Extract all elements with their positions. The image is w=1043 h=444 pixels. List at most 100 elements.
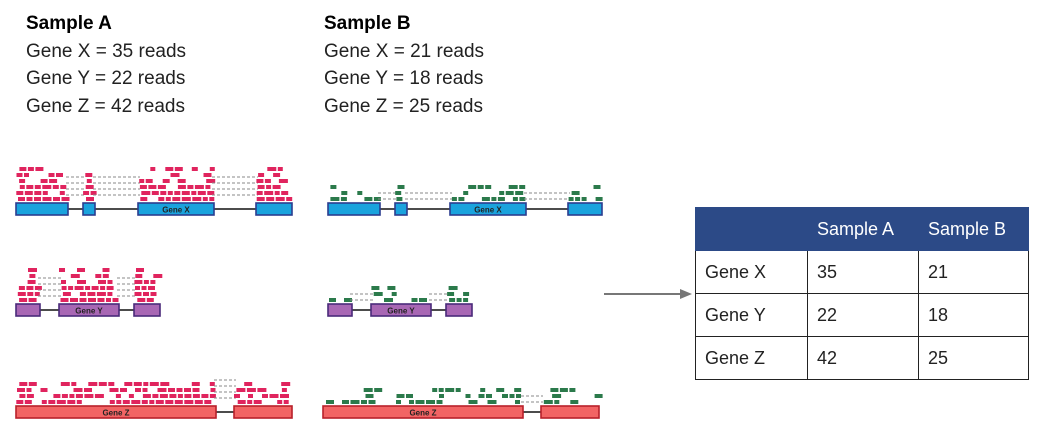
aligned-reads <box>16 167 603 404</box>
read-block <box>134 280 143 284</box>
read-block <box>247 400 253 404</box>
read-block <box>34 191 42 195</box>
read-block <box>191 382 200 386</box>
read-block <box>85 286 91 290</box>
read-block <box>508 185 518 189</box>
read-block <box>543 400 553 404</box>
read-block <box>197 191 206 195</box>
read-block <box>106 286 114 290</box>
read-block <box>98 280 106 284</box>
read-block <box>149 382 159 386</box>
read-block <box>83 191 90 195</box>
read-block <box>148 286 155 290</box>
read-block <box>85 173 93 177</box>
exon-box <box>540 405 600 419</box>
read-block <box>42 197 52 201</box>
read-block <box>272 185 281 189</box>
read-block <box>135 388 141 392</box>
read-block <box>109 400 115 404</box>
table-header-sample-b: Sample B <box>918 207 1029 251</box>
read-block <box>274 191 280 195</box>
read-block <box>69 394 75 398</box>
read-block <box>85 185 94 189</box>
read-block <box>397 185 405 189</box>
read-block <box>40 388 48 392</box>
read-block <box>264 179 271 183</box>
read-block <box>275 197 285 201</box>
read-block <box>86 197 94 201</box>
read-block <box>141 286 147 290</box>
read-block <box>202 197 208 201</box>
table-cell-gene: Gene Y <box>695 293 808 337</box>
sample-b-summary: Sample B Gene X = 21 reads Gene Y = 18 r… <box>324 10 484 120</box>
read-block <box>253 400 262 404</box>
read-block <box>559 388 568 392</box>
exon-box <box>567 202 603 216</box>
exon-box <box>82 202 96 216</box>
read-block <box>432 388 438 392</box>
arrow-to-table <box>604 289 692 299</box>
read-block <box>395 191 402 195</box>
read-block <box>277 400 283 404</box>
read-block <box>257 388 267 392</box>
read-block <box>509 394 515 398</box>
read-block <box>27 292 34 296</box>
read-block <box>204 400 212 404</box>
read-block <box>329 298 336 302</box>
read-block <box>34 292 40 296</box>
table-header-row: Sample A Sample B <box>695 207 1029 251</box>
read-block <box>256 191 263 195</box>
read-block <box>142 388 148 392</box>
table-row: Gene X 35 21 <box>695 250 1029 294</box>
read-block <box>184 400 194 404</box>
sample-b-gene-y-count: Gene Y = 18 reads <box>324 68 484 89</box>
read-block <box>191 191 197 195</box>
read-block <box>40 179 48 183</box>
read-block <box>143 382 149 386</box>
read-block <box>456 298 462 302</box>
read-block <box>478 394 485 398</box>
read-block <box>357 191 363 195</box>
exon-box <box>58 303 120 317</box>
read-block <box>262 394 268 398</box>
read-block <box>100 286 106 290</box>
read-block <box>106 298 111 302</box>
read-block <box>26 197 33 201</box>
read-block <box>116 400 122 404</box>
read-block <box>84 388 92 392</box>
read-block <box>120 388 127 392</box>
read-block <box>122 400 130 404</box>
read-block <box>387 286 396 290</box>
read-block <box>181 197 191 201</box>
read-block <box>571 191 580 195</box>
read-block <box>363 388 373 392</box>
read-block <box>256 179 264 183</box>
read-block <box>152 394 159 398</box>
read-block <box>169 394 177 398</box>
read-block <box>581 197 587 201</box>
read-block <box>330 197 340 201</box>
read-block <box>24 191 33 195</box>
read-block <box>248 394 253 398</box>
exon-box <box>445 303 473 317</box>
read-block <box>112 298 119 302</box>
read-block <box>140 197 148 201</box>
read-block <box>150 292 157 296</box>
read-block <box>502 394 508 398</box>
table-cell-sample-a: 42 <box>807 336 919 380</box>
read-block <box>94 394 104 398</box>
read-block <box>439 394 444 398</box>
read-block <box>131 400 141 404</box>
read-block <box>170 173 180 177</box>
read-block <box>88 298 96 302</box>
read-block <box>133 382 142 386</box>
read-block <box>283 400 289 404</box>
read-block <box>59 191 65 195</box>
exon-box <box>255 202 293 216</box>
read-block <box>209 197 215 201</box>
read-block <box>436 400 443 404</box>
read-block <box>207 191 215 195</box>
read-block <box>86 179 92 183</box>
table-cell-sample-b: 25 <box>918 336 1029 380</box>
read-block <box>341 191 348 195</box>
